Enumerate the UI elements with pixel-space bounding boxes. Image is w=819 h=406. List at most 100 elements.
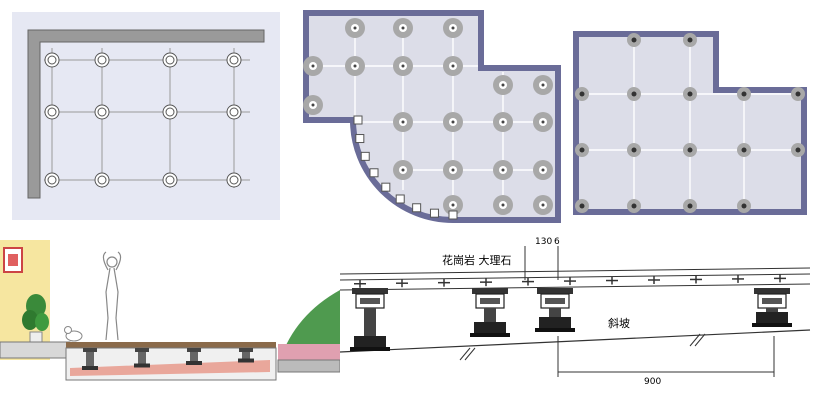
edge-support-icon bbox=[412, 203, 422, 213]
section-detail-drawing: 130 6 花崗岩 大理石 斜坡 900 bbox=[339, 237, 811, 387]
pedestal-icon bbox=[44, 172, 60, 188]
section-scene-panel bbox=[0, 240, 341, 400]
pedestal-icon bbox=[443, 195, 463, 215]
edge-support-icon bbox=[353, 115, 363, 125]
plant-icon bbox=[22, 294, 49, 343]
pedestal-icon bbox=[791, 87, 805, 101]
pedestal-icon bbox=[393, 56, 413, 76]
pedestal-group bbox=[303, 18, 553, 215]
pedestal-icon bbox=[303, 56, 323, 76]
edge-supports bbox=[353, 115, 458, 220]
edge-support-icon bbox=[395, 194, 405, 204]
pedestal-icon bbox=[683, 87, 697, 101]
edge-support-icon bbox=[360, 151, 370, 161]
pedestal-group bbox=[44, 52, 242, 188]
edge-support-icon bbox=[381, 182, 391, 192]
plan-corner-drawing bbox=[12, 12, 280, 220]
pedestal-icon bbox=[752, 288, 792, 327]
wall-corner bbox=[27, 29, 265, 199]
pedestal-icon bbox=[162, 172, 178, 188]
top-line-2 bbox=[339, 273, 811, 281]
plan-curved-drawing bbox=[303, 10, 561, 223]
pedestal-icon bbox=[627, 143, 641, 157]
pedestal-icon bbox=[791, 143, 805, 157]
pedestal-group bbox=[350, 288, 792, 351]
pedestal-icon bbox=[443, 18, 463, 38]
dim-label-6: 6 bbox=[554, 237, 560, 247]
edge-support-icon bbox=[369, 168, 379, 178]
pedestal-icon bbox=[443, 56, 463, 76]
plan-corner-panel bbox=[12, 12, 280, 220]
plan-curved-panel bbox=[303, 10, 563, 224]
pedestal-icon bbox=[350, 288, 390, 351]
planter-base bbox=[277, 359, 341, 373]
pedestal-icon bbox=[493, 195, 513, 215]
pedestal-icon bbox=[533, 160, 553, 180]
pedestal-icon bbox=[533, 75, 553, 95]
pedestal-icon bbox=[94, 172, 110, 188]
edge-support-icon bbox=[355, 134, 365, 144]
pedestal-icon bbox=[533, 112, 553, 132]
dim-label-130: 130 bbox=[535, 237, 552, 247]
pedestal-group bbox=[82, 348, 254, 370]
slab-line bbox=[339, 283, 811, 291]
pedestal-icon bbox=[575, 87, 589, 101]
pedestal-icon bbox=[393, 18, 413, 38]
slope-line bbox=[339, 329, 811, 353]
edge-support-icon bbox=[429, 208, 439, 218]
pedestal-icon bbox=[134, 348, 150, 368]
pedestal-icon bbox=[226, 52, 242, 68]
person-icon bbox=[102, 251, 122, 341]
pedestal-icon bbox=[627, 87, 641, 101]
pedestal-icon bbox=[393, 112, 413, 132]
pedestal-icon bbox=[443, 112, 463, 132]
pedestal-icon bbox=[186, 348, 202, 365]
pedestal-icon bbox=[493, 112, 513, 132]
pedestal-group bbox=[575, 33, 805, 213]
deck-boards bbox=[66, 342, 276, 348]
pedestal-icon bbox=[393, 160, 413, 180]
section-detail-panel: 130 6 花崗岩 大理石 斜坡 900 bbox=[339, 232, 816, 397]
slope-label: 斜坡 bbox=[608, 317, 630, 330]
pedestal-icon bbox=[470, 288, 510, 337]
picture-frame-art bbox=[8, 254, 18, 266]
pedestal-icon bbox=[345, 56, 365, 76]
pedestal-icon bbox=[443, 160, 463, 180]
pedestal-icon bbox=[683, 143, 697, 157]
base-slab bbox=[70, 360, 270, 376]
pedestal-icon bbox=[493, 160, 513, 180]
pedestal-icon bbox=[345, 18, 365, 38]
edge-support-icon bbox=[448, 210, 458, 220]
plan-l-drawing bbox=[573, 31, 807, 215]
plan-curved-slab bbox=[303, 10, 561, 223]
pedestal-icon bbox=[627, 199, 641, 213]
floor-slab-left bbox=[0, 341, 71, 359]
plan-l-panel bbox=[572, 30, 810, 216]
pedestal-icon bbox=[575, 199, 589, 213]
pedestal-icon bbox=[238, 348, 254, 363]
top-line bbox=[339, 267, 811, 275]
pedestal-icon bbox=[94, 104, 110, 120]
pedestal-icon bbox=[737, 199, 751, 213]
pedestal-icon bbox=[226, 172, 242, 188]
pedestal-icon bbox=[535, 288, 575, 332]
pedestal-icon bbox=[683, 199, 697, 213]
pedestal-icon bbox=[303, 95, 323, 115]
cat-icon bbox=[64, 326, 83, 342]
pedestal-icon bbox=[44, 52, 60, 68]
hill-greenery bbox=[280, 290, 340, 360]
pedestal-icon bbox=[627, 33, 641, 47]
flower-bed bbox=[278, 344, 340, 364]
pedestal-icon bbox=[82, 348, 98, 370]
pedestal-icon bbox=[162, 104, 178, 120]
pedestal-icon bbox=[737, 87, 751, 101]
material-label: 花崗岩 大理石 bbox=[442, 253, 512, 267]
section-scene-drawing bbox=[0, 240, 341, 381]
pedestal-icon bbox=[533, 195, 553, 215]
pedestal-icon bbox=[493, 75, 513, 95]
dim-label-900: 900 bbox=[644, 377, 661, 387]
pedestal-icon bbox=[737, 143, 751, 157]
pedestal-icon bbox=[683, 33, 697, 47]
surface-marks bbox=[354, 274, 786, 361]
pedestal-icon bbox=[44, 104, 60, 120]
